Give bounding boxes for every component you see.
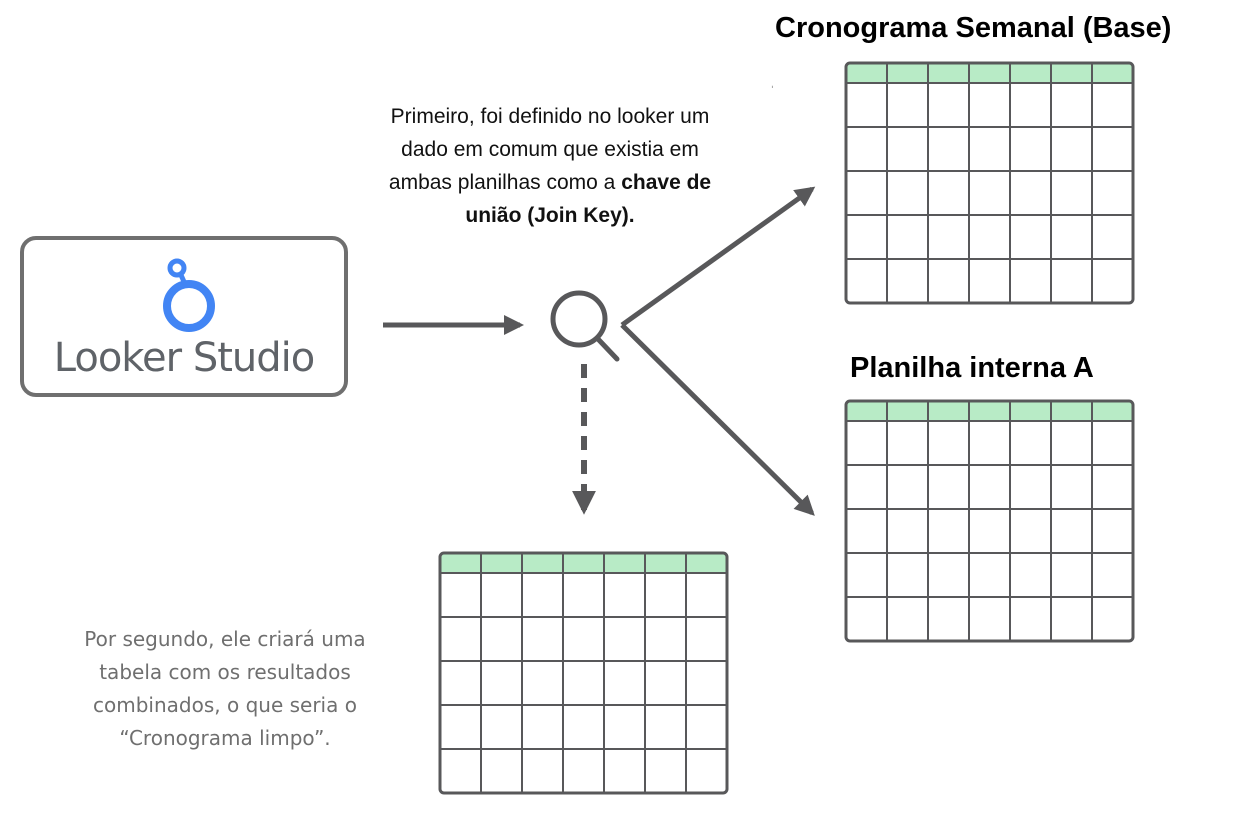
logo-text: Looker Studio <box>53 335 315 381</box>
step2-text: Por segundo, ele criará uma tabela com o… <box>84 627 366 750</box>
internal-sheet-table <box>844 399 1135 643</box>
table-header <box>846 63 1133 83</box>
internal-table-title: Planilha interna A <box>850 352 1094 384</box>
looker-studio-logo-icon <box>163 258 215 332</box>
base-table-title: Cronograma Semanal (Base) <box>775 12 1172 44</box>
base-schedule-table <box>844 61 1135 305</box>
result-table <box>438 551 729 795</box>
table-border <box>844 399 1135 643</box>
arrow-to-base-table <box>620 186 816 328</box>
stray-mark: ˌ <box>770 72 775 88</box>
looker-studio-logo: Looker Studio <box>20 236 348 397</box>
step1-text: Primeiro, foi definido no looker um dado… <box>388 105 712 227</box>
table-header <box>846 401 1133 421</box>
table-header <box>440 553 727 573</box>
arrow-to-internal-table <box>620 323 815 516</box>
magnifier-icon <box>550 290 620 362</box>
table-border <box>438 551 729 795</box>
table-border <box>844 61 1135 305</box>
